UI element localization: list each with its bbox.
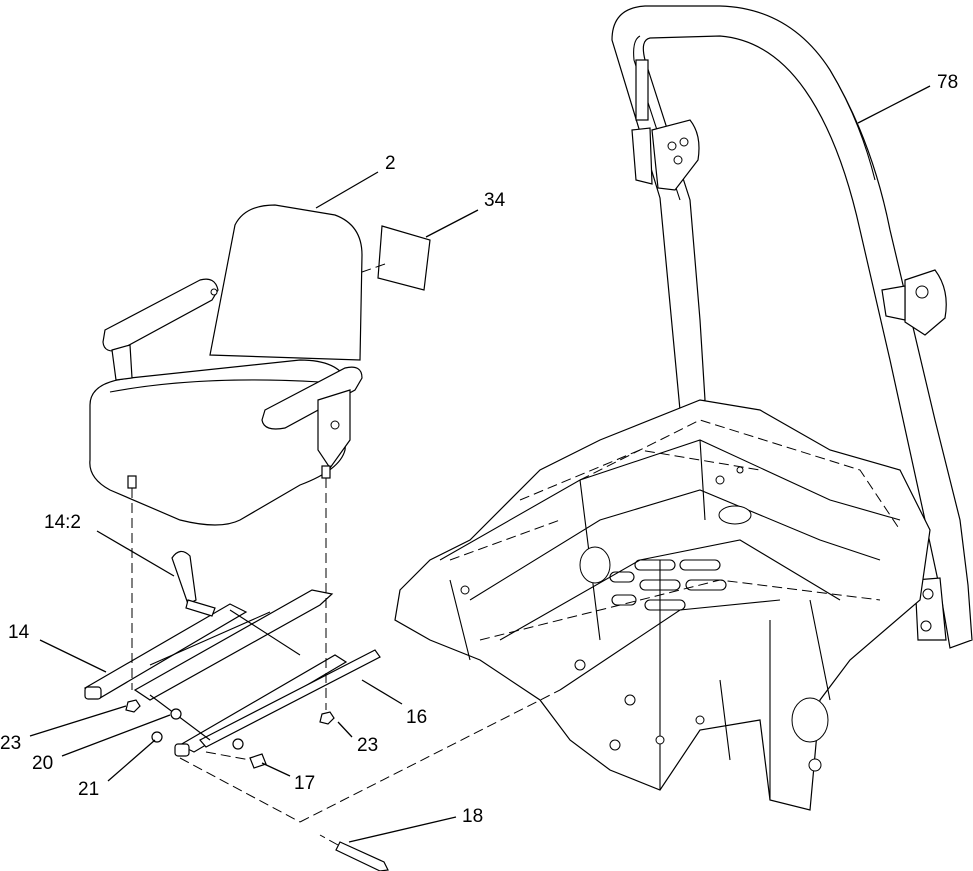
nut-21	[151, 731, 163, 743]
seat-slide-base	[83, 550, 381, 757]
mower-frame-chassis	[394, 399, 931, 811]
callout-34: 34	[484, 190, 506, 211]
roll-over-protection-bar	[611, 5, 973, 649]
bolt-17	[249, 753, 267, 769]
callout-14-2: 14:2	[44, 512, 81, 533]
callout-23-left: 23	[0, 733, 21, 754]
callout-2: 2	[385, 153, 396, 174]
callout-23-right: 23	[357, 735, 378, 756]
nut-20	[170, 708, 182, 720]
nut-23-right	[319, 711, 335, 725]
hardware-fasteners	[125, 699, 389, 871]
callout-labels: 78 2 34 14:2 14 16 23 23 20 21 17 18	[0, 72, 958, 827]
seat-assembly	[89, 204, 363, 526]
callout-17: 17	[294, 773, 315, 794]
leader-lines	[29, 85, 931, 843]
decal-plate	[377, 225, 431, 291]
callout-20: 20	[32, 753, 53, 774]
pin-18	[335, 841, 389, 871]
nut-23-left	[125, 699, 141, 713]
callout-78: 78	[937, 72, 958, 93]
callout-21: 21	[78, 779, 99, 800]
callout-18: 18	[462, 806, 483, 827]
callout-16: 16	[406, 707, 427, 728]
alignment-lines	[131, 263, 561, 846]
callout-14: 14	[8, 622, 30, 643]
